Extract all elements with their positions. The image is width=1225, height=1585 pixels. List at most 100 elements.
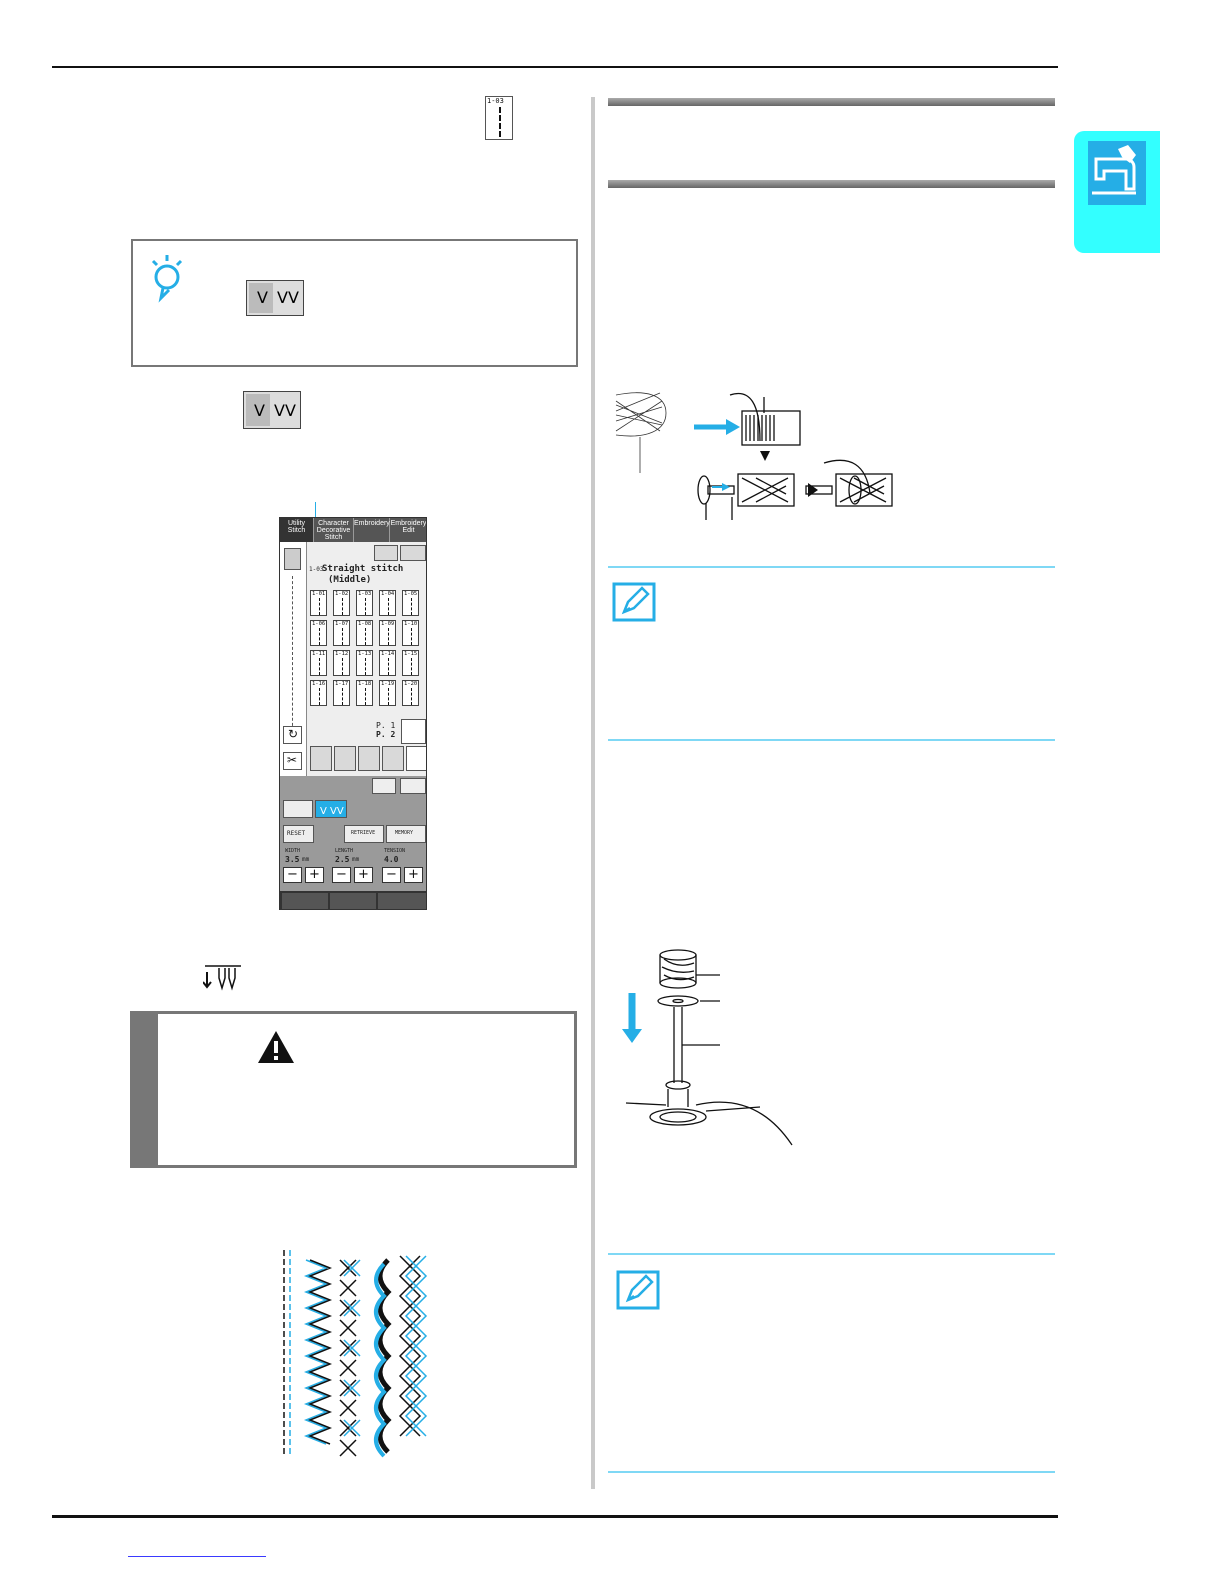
width-plus-button[interactable]: + <box>305 867 324 883</box>
page-indicator-1: P. 1 <box>376 721 396 730</box>
reverse-stitch-button[interactable]: ↻ <box>283 726 302 744</box>
pencil-memo-icon <box>612 582 656 622</box>
length-plus-button[interactable]: + <box>354 867 373 883</box>
lcd-screen: Utility Stitch Character Decorative Stit… <box>279 517 427 910</box>
footer-rule <box>52 1515 1058 1518</box>
pattern-thumbnail: 1-03 <box>485 96 513 140</box>
stitch-tile[interactable]: 1-02 <box>333 590 350 616</box>
twin-needle-button[interactable]: V VV <box>315 800 347 818</box>
width-label: WIDTH <box>285 848 301 854</box>
caution-side-bar <box>133 1014 158 1165</box>
stitch-tile[interactable]: 1-17 <box>333 680 350 706</box>
tension-label: TENSION <box>384 848 406 854</box>
section-heading-bar-bottom <box>608 180 1055 188</box>
pattern-thumbnail-code: 1-03 <box>487 97 504 105</box>
stitch-tile[interactable]: 1-01 <box>310 590 327 616</box>
stitch-tile[interactable]: 1-13 <box>356 650 373 676</box>
width-minus-button[interactable]: − <box>283 867 302 883</box>
page-menu-button[interactable] <box>282 893 328 909</box>
width-unit: mm <box>302 856 310 863</box>
category-button[interactable] <box>382 746 404 771</box>
stitch-tile[interactable]: 1-11 <box>310 650 327 676</box>
tab-embroidery-edit[interactable]: Embroidery Edit <box>390 518 426 542</box>
pattern-name: Straight stitch <box>322 564 404 574</box>
page-turn-button[interactable] <box>401 719 426 744</box>
thread-cutter-button[interactable]: ✂ <box>283 752 302 770</box>
spool-pin-illustration <box>620 945 800 1160</box>
sewing-machine-icon <box>1088 141 1146 205</box>
svg-text:V: V <box>257 288 268 307</box>
column-divider <box>591 97 595 1489</box>
stitch-tile[interactable]: 1-09 <box>379 620 396 646</box>
sewing-machine-help-button[interactable] <box>330 893 376 909</box>
section-heading-bar-top <box>608 98 1055 106</box>
chapter-side-tab <box>1074 131 1160 253</box>
length-value: 2.5 <box>335 855 350 864</box>
stitch-tile[interactable]: 1-08 <box>356 620 373 646</box>
needle-position-button[interactable] <box>374 545 398 561</box>
tension-minus-button[interactable]: − <box>382 867 401 883</box>
category-button[interactable] <box>406 746 426 771</box>
category-button[interactable] <box>334 746 356 771</box>
stitch-tile[interactable]: 1-15 <box>402 650 419 676</box>
spool-cap-illustration <box>610 385 910 525</box>
twin-needle-down-icon <box>202 962 243 992</box>
length-unit: mm <box>352 856 360 863</box>
stitch-tile[interactable]: 1-03 <box>356 590 373 616</box>
category-button[interactable] <box>358 746 380 771</box>
tab-character-decorative-stitch[interactable]: Character Decorative Stitch <box>314 518 354 542</box>
reset-button[interactable]: RESET <box>283 825 314 843</box>
stitch-tile[interactable]: 1-04 <box>379 590 396 616</box>
pencil-memo-icon <box>616 1270 660 1310</box>
stitch-tile[interactable]: 1-10 <box>402 620 419 646</box>
stitch-tile[interactable]: 1-14 <box>379 650 396 676</box>
svg-text:V: V <box>254 401 265 420</box>
svg-text:V VV: V VV <box>320 806 344 817</box>
tension-plus-button[interactable]: + <box>404 867 423 883</box>
presser-foot-icon <box>284 548 301 570</box>
tab-utility-stitch[interactable]: Utility Stitch <box>280 518 314 542</box>
header-rule <box>52 66 1058 68</box>
memo-rule-bottom-2 <box>608 1471 1055 1473</box>
tab-embroidery[interactable]: Embroidery <box>354 518 390 542</box>
warning-triangle-icon <box>256 1029 296 1065</box>
stitch-tile[interactable]: 1-18 <box>356 680 373 706</box>
lcd-tab-bar: Utility Stitch Character Decorative Stit… <box>280 518 426 542</box>
stitch-tile[interactable]: 1-07 <box>333 620 350 646</box>
stitch-category-bar <box>308 746 426 772</box>
manual-button[interactable] <box>400 778 426 794</box>
presser-foot-button[interactable] <box>400 545 426 561</box>
stitch-tile[interactable]: 1-06 <box>310 620 327 646</box>
svg-text:VV: VV <box>277 288 299 307</box>
memo-rule-top-1 <box>608 566 1055 568</box>
lock-button[interactable] <box>372 778 396 794</box>
lightbulb-note-icon <box>147 253 187 303</box>
memo-rule-bottom-1 <box>608 739 1055 741</box>
stitch-tile[interactable]: 1-05 <box>402 590 419 616</box>
stitch-tile[interactable]: 1-12 <box>333 650 350 676</box>
lcd-bottom-bar <box>280 891 426 909</box>
twin-needle-stitch-samples <box>278 1250 438 1460</box>
stitch-tile[interactable]: 1-19 <box>379 680 396 706</box>
category-button[interactable] <box>310 746 332 771</box>
width-value: 3.5 <box>285 855 300 864</box>
svg-text:VV: VV <box>274 401 296 420</box>
tension-value: 4.0 <box>384 855 399 864</box>
settings-button[interactable] <box>378 893 426 909</box>
stitch-tile[interactable]: 1-16 <box>310 680 327 706</box>
stitch-preview-panel: ↻ ✂ <box>280 542 307 776</box>
footer-link-underline[interactable] <box>128 1556 266 1557</box>
caution-box <box>130 1011 577 1168</box>
stitch-tile[interactable]: 1-20 <box>402 680 419 706</box>
retrieve-button[interactable]: RETRIEVE <box>344 825 384 843</box>
length-minus-button[interactable]: − <box>332 867 351 883</box>
page-indicator-2: P. 2 <box>376 730 396 739</box>
pattern-name-sub: (Middle) <box>328 575 372 585</box>
mirror-button[interactable] <box>283 800 313 818</box>
memory-button[interactable]: MEMORY <box>386 825 426 843</box>
pattern-code-label: 1-03 <box>309 566 324 573</box>
